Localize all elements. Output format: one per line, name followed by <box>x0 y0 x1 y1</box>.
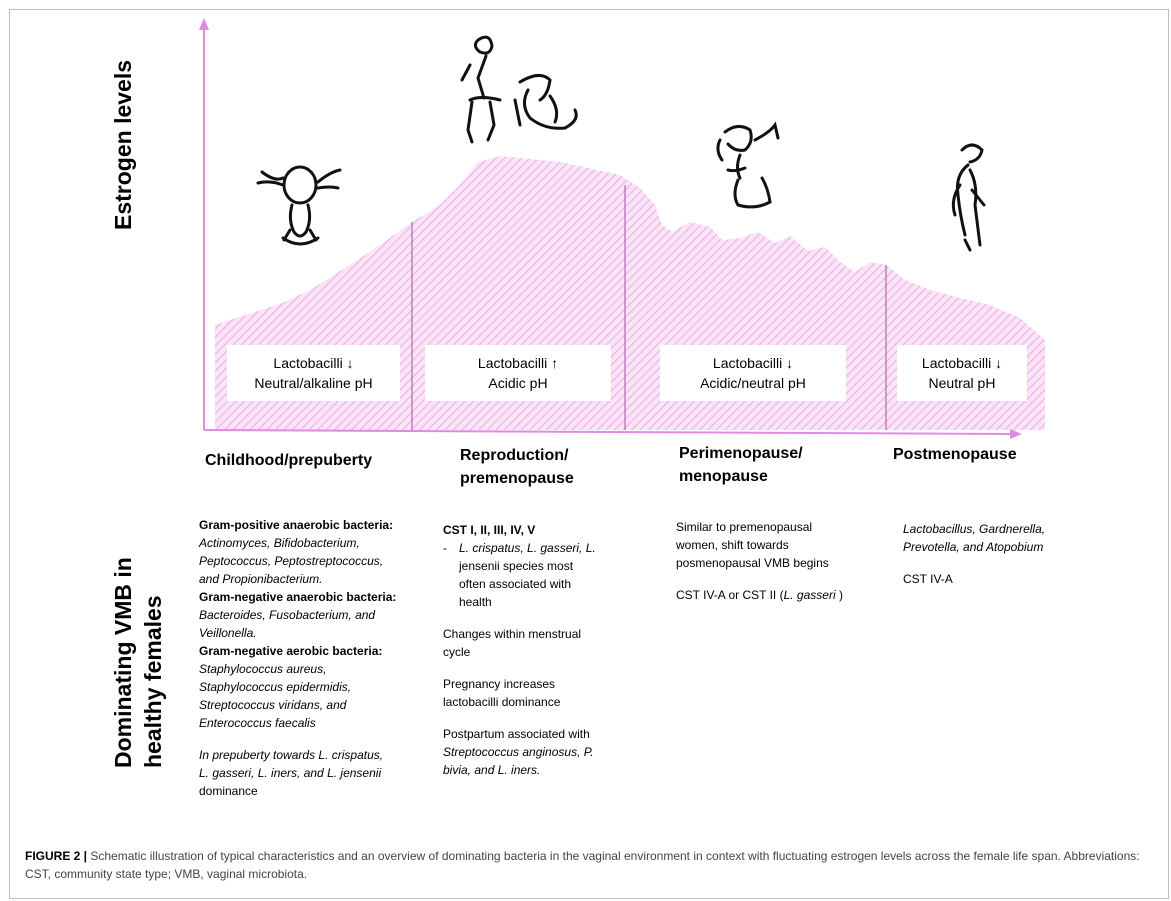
stage2-menstrual-line: Changes within menstrual <box>443 627 582 641</box>
stage2-box: Lactobacilli ↑ Acidic pH <box>425 345 611 401</box>
stage3-similar-line: posmenopausal VMB begins <box>676 556 829 570</box>
stage2-bullet-line: L. crispatus, L. gasseri, L. <box>459 541 596 555</box>
stage4-genera-line2: Prevotella, and Atopobium <box>903 540 1044 554</box>
stage1-detail-line: Gram-positive anaerobic bacteria: <box>199 518 394 532</box>
stage3-cst-line: CST IV-A or CST II (L. gasseri ) <box>676 586 886 604</box>
stage2-pregnancy-line: lactobacilli dominance <box>443 695 561 709</box>
bullet-dash-icon: - <box>443 541 447 555</box>
stage2-pregnancy-line: Pregnancy increases <box>443 677 556 691</box>
stage1-detail-line: dominance <box>199 784 258 798</box>
stage1-detail-line: Bacteroides, Fusobacterium, and <box>199 608 376 622</box>
stage2-box-line2: Acidic pH <box>488 375 548 391</box>
stage1-heading: Childhood/prepuberty <box>205 452 373 469</box>
stage2-bullet-line: jensenii species most <box>459 559 574 573</box>
stage1-detail-line: Enterococcus faecalis <box>199 716 316 730</box>
stage1-detail-line: In prepuberty towards L. crispatus, <box>199 748 384 762</box>
stage4-genera-line1: Lactobacillus, Gardnerella, <box>903 522 1046 536</box>
stage4-box: Lactobacilli ↓ Neutral pH <box>897 345 1027 401</box>
stage4-details: Lactobacillus, Gardnerella, Prevotella, … <box>903 520 1123 588</box>
stage3-cst-post: ) <box>835 588 843 602</box>
stage1-detail-line: Peptococcus, Peptostreptococcus, <box>199 554 384 568</box>
vmb-label-line2: healthy females <box>140 595 166 768</box>
x-axis <box>203 429 1011 435</box>
stage3-box-line1: Lactobacilli ↓ <box>712 355 794 371</box>
stage4-heading: Postmenopause <box>893 446 1017 463</box>
stage2-heading-line1: Reproduction/ <box>460 447 569 464</box>
perimenopause-figure-sketch <box>716 121 780 209</box>
stage1-box-line2: Neutral/alkaline pH <box>254 375 373 391</box>
stage4-cst: CST IV-A <box>903 572 953 586</box>
stage2-postpartum-line: Postpartum associated with <box>443 727 590 741</box>
x-axis-arrow <box>1010 429 1022 439</box>
stage3-heading-line1: Perimenopause/ <box>679 445 803 462</box>
stage1-detail-line: Gram-negative anaerobic bacteria: <box>199 590 397 604</box>
stage3-similar-line: Similar to premenopausal <box>676 520 813 534</box>
stage3-box-line2: Acidic/neutral pH <box>700 375 806 391</box>
figure-caption: FIGURE 2 | Schematic illustration of typ… <box>25 847 1155 883</box>
stage1-detail-line: Veillonella. <box>199 626 257 640</box>
stage2-postpartum-line: Streptococcus anginosus, P. <box>443 745 594 759</box>
y-axis-label: Estrogen levels <box>110 59 136 230</box>
stage2-heading-line2: premenopause <box>460 470 574 487</box>
stage3-heading: Perimenopause/ menopause <box>679 442 803 488</box>
stage3-cst-species: L. gasseri <box>783 588 836 602</box>
postmenopause-figure-sketch <box>951 143 986 252</box>
stage1-detail-line: L. gasseri, L. iners, and L. jensenii <box>199 766 382 780</box>
y-axis-arrow <box>199 18 209 30</box>
stage3-heading-line2: menopause <box>679 468 768 485</box>
stage3-cst-pre: CST IV-A or CST II ( <box>676 588 784 602</box>
stage2-bullet-line: often associated with <box>459 577 572 591</box>
stage1-detail-line: Gram-negative aerobic bacteria: <box>199 644 383 658</box>
stage1-detail-line: Streptococcus viridans, and <box>199 698 347 712</box>
stage1-box-line1: Lactobacilli ↓ <box>273 355 354 371</box>
stage2-menstrual-line: cycle <box>443 645 471 659</box>
stage1-detail-line: Staphylococcus aureus, <box>199 662 327 676</box>
stage2-postpartum-line: bivia, and L. iners. <box>443 763 541 777</box>
stage1-details: Gram-positive anaerobic bacteria: Actinom… <box>199 516 439 800</box>
stage4-box-line2: Neutral pH <box>928 375 996 391</box>
stage1-box: Lactobacilli ↓ Neutral/alkaline pH <box>227 345 400 401</box>
child-figure-sketch <box>256 165 342 246</box>
stage4-box-line1: Lactobacilli ↓ <box>921 355 1003 371</box>
stage2-bullet: - L. crispatus, L. gasseri, L. jensenii … <box>443 539 653 611</box>
stage2-details: CST I, II, III, IV, V - L. crispatus, L.… <box>443 521 653 779</box>
stage2-cst: CST I, II, III, IV, V <box>443 523 536 537</box>
stage2-heading: Reproduction/ premenopause <box>460 444 574 490</box>
caption-text: Schematic illustration of typical charac… <box>25 849 1140 881</box>
reproductive-figures-sketch <box>460 35 578 144</box>
stage2-box-line1: Lactobacilli ↑ <box>477 355 559 371</box>
stage3-similar-line: women, shift towards <box>676 538 789 552</box>
stage2-bullet-line: health <box>459 595 492 609</box>
vmb-label-line1: Dominating VMB in <box>110 557 136 768</box>
stage1-detail-line: Staphylococcus epidermidis, <box>199 680 352 694</box>
stage3-details: Similar to premenopausal women, shift to… <box>676 518 886 604</box>
stage3-box: Lactobacilli ↓ Acidic/neutral pH <box>660 345 846 401</box>
caption-label: FIGURE 2 | <box>25 849 88 863</box>
stage1-detail-line: Actinomyces, Bifidobacterium, <box>199 536 360 550</box>
stage1-detail-line: and Propionibacterium. <box>199 572 323 586</box>
figure-frame <box>9 9 1169 899</box>
